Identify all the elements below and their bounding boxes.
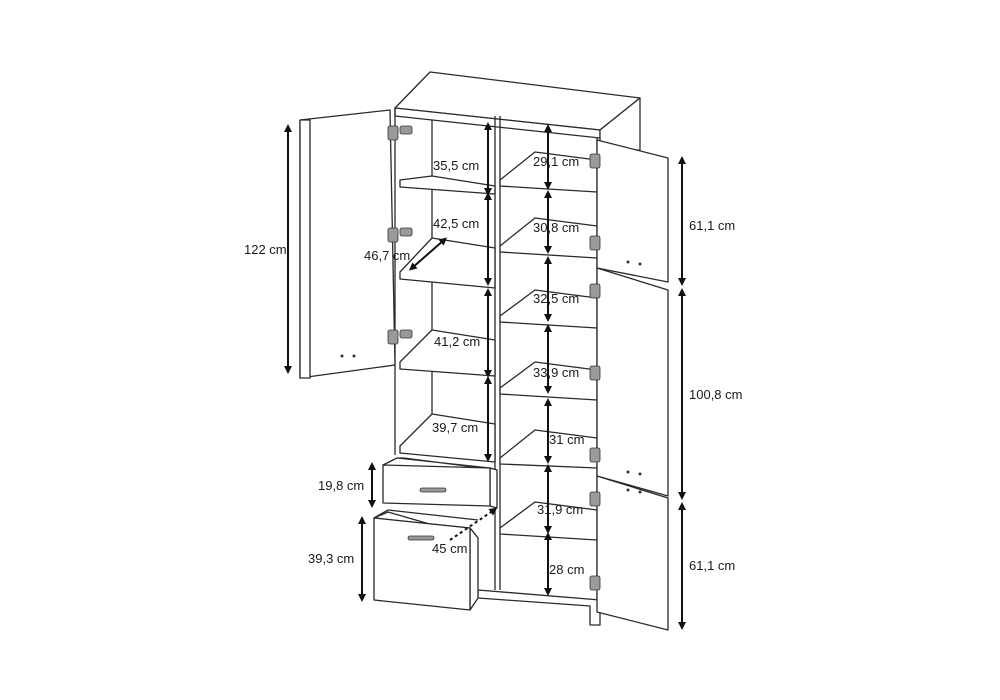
label-right-shelf-4: 33,9 cm <box>533 365 579 380</box>
label-right-shelf-5: 31 cm <box>549 432 584 447</box>
dimension-labels: 122 cm 35,5 cm 42,5 cm 46,7 cm 41,2 cm 3… <box>244 154 742 577</box>
label-right-shelf-7: 28 cm <box>549 562 584 577</box>
label-right-shelf-6: 31,9 cm <box>537 502 583 517</box>
label-door-bottom: 61,1 cm <box>689 558 735 573</box>
left-shelves <box>399 175 496 463</box>
label-right-shelf-3: 32,5 cm <box>533 291 579 306</box>
right-doors <box>589 139 669 631</box>
label-right-shelf-1: 29,1 cm <box>533 154 579 169</box>
label-drawer-1: 19,8 cm <box>318 478 364 493</box>
label-drawer-2: 39,3 cm <box>308 551 354 566</box>
label-door-middle: 100,8 cm <box>689 387 742 402</box>
label-door-top: 61,1 cm <box>689 218 735 233</box>
label-right-shelf-2: 30,8 cm <box>533 220 579 235</box>
label-left-shelf-4: 39,7 cm <box>432 420 478 435</box>
label-depth: 46,7 cm <box>364 248 410 263</box>
label-left-shelf-1: 35,5 cm <box>433 158 479 173</box>
cabinet-plinth <box>477 589 601 626</box>
dimension-arrows <box>284 122 686 630</box>
left-door <box>299 109 413 379</box>
lower-drawer <box>373 509 479 611</box>
upper-drawer <box>382 457 498 509</box>
label-left-shelf-3: 41,2 cm <box>434 334 480 349</box>
label-left-door-height: 122 cm <box>244 242 287 257</box>
label-left-shelf-2: 42,5 cm <box>433 216 479 231</box>
label-drawer-depth: 45 cm <box>432 541 467 556</box>
